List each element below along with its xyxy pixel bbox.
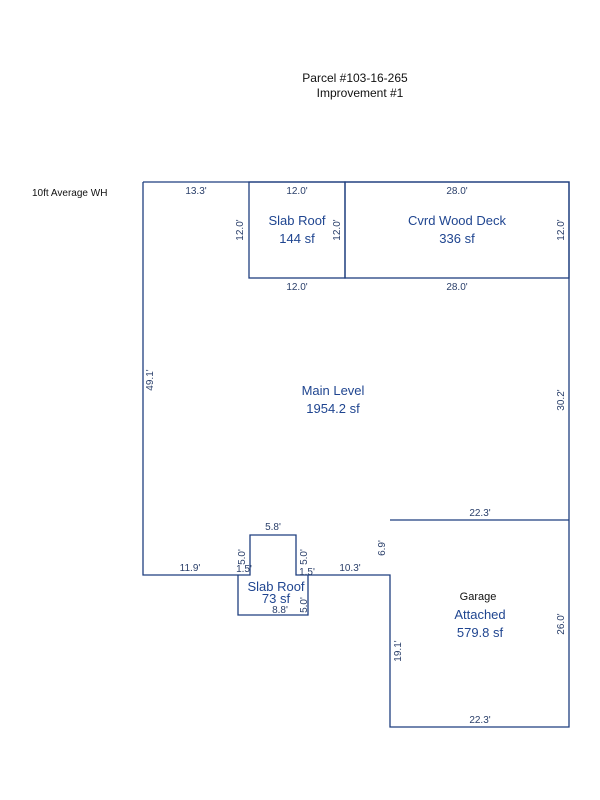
dim-label: 22.3' xyxy=(469,715,490,726)
garage-name: Attached xyxy=(454,607,505,622)
dim-label: 12.0' xyxy=(332,219,343,240)
slab-roof-top-name: Slab Roof xyxy=(268,213,325,228)
main-level-outline xyxy=(142,181,570,728)
slab-roof-top-area: 144 sf xyxy=(279,231,315,246)
dim-label: 26.0' xyxy=(556,613,567,634)
dim-label: 22.3' xyxy=(469,508,490,519)
dim-label: 30.2' xyxy=(556,389,567,410)
dim-label: 49.1' xyxy=(145,369,156,390)
main-level-area: 1954.2 sf xyxy=(306,401,360,416)
slab-roof-bottom-name: Slab Roof xyxy=(247,579,304,594)
dim-label: 5.8' xyxy=(265,522,281,533)
deck-outline xyxy=(344,181,570,279)
dim-label: 28.0' xyxy=(446,186,467,197)
dim-label: 1.5' xyxy=(236,564,252,575)
parcel-title: Parcel #103-16-265 xyxy=(302,71,408,85)
dim-label: 11.9' xyxy=(180,563,201,574)
dim-label: 5.0' xyxy=(299,597,310,613)
dim-label: 12.0' xyxy=(286,186,307,197)
dim-label: 12.0' xyxy=(235,219,246,240)
dim-label: 1.5' xyxy=(299,567,315,578)
improvement-title: Improvement #1 xyxy=(317,86,404,100)
wall-height-note: 10ft Average WH xyxy=(32,188,107,199)
garage-type: Garage xyxy=(460,591,497,603)
deck-name: Cvrd Wood Deck xyxy=(408,213,507,228)
deck-area: 336 sf xyxy=(439,231,475,246)
dim-label: 10.3' xyxy=(339,563,360,574)
dim-label: 5.0' xyxy=(299,549,310,565)
dim-label: 6.9' xyxy=(377,540,388,556)
dim-label: 12.0' xyxy=(556,219,567,240)
dim-label: 8.8' xyxy=(272,605,288,616)
main-level-name: Main Level xyxy=(302,383,365,398)
dim-label: 19.1' xyxy=(393,640,404,661)
slab-roof-bottom-area: 73 sf xyxy=(262,591,291,606)
dim-label: 13.3' xyxy=(185,186,206,197)
slab-roof-bottom-outline xyxy=(237,575,309,616)
dim-label: 28.0' xyxy=(446,282,467,293)
garage-area: 579.8 sf xyxy=(457,625,504,640)
dim-label: 5.0' xyxy=(237,549,248,565)
dim-label: 12.0' xyxy=(286,282,307,293)
